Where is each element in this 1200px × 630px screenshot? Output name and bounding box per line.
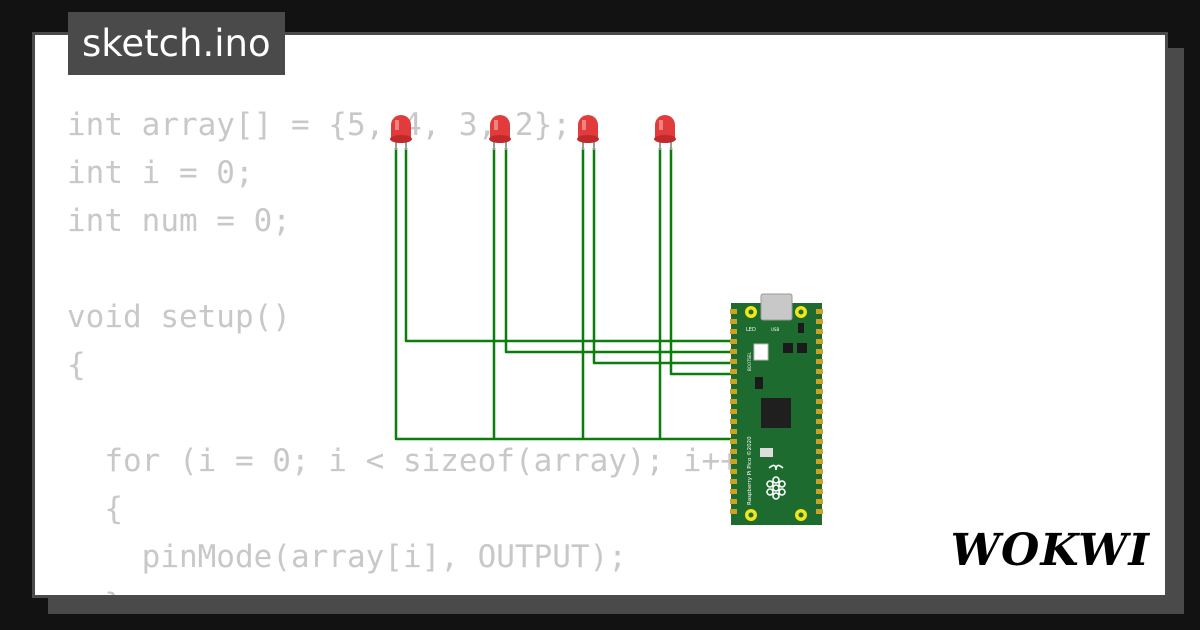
raspberry-logo-icon — [766, 464, 786, 500]
pin-header-right — [816, 309, 823, 514]
wire-led4-gpio[interactable] — [669, 148, 738, 376]
usb-label: USB — [771, 327, 779, 332]
led-label: LED — [746, 327, 756, 333]
wire-led3-gpio[interactable] — [592, 148, 738, 365]
wires — [394, 148, 738, 441]
bootsel-button[interactable] — [753, 343, 769, 361]
code-line: int i = 0; — [67, 155, 254, 191]
wokwi-logo[interactable]: WOKWI — [950, 525, 1150, 576]
mounting-holes — [745, 306, 807, 521]
led-4[interactable] — [654, 115, 676, 150]
wire-led1-gpio[interactable] — [404, 148, 738, 343]
wire-led2-gpio[interactable] — [504, 148, 738, 354]
code-line: void setup() — [67, 299, 291, 335]
code-line: { — [67, 347, 86, 383]
board-name: Raspberry Pi Pico ©2020 — [746, 436, 753, 505]
file-name-tab[interactable]: sketch.ino — [68, 12, 285, 75]
led-3[interactable] — [577, 115, 599, 150]
pin-header-left — [730, 309, 737, 514]
rp2040-chip — [761, 398, 791, 428]
code-line: pinMode(array[i], OUTPUT); — [67, 539, 627, 575]
code-line: } — [67, 587, 123, 595]
code-line: int array[] = {5, 4, 3, 2}; — [67, 107, 571, 143]
pico-board[interactable]: LED USB BOOTSEL Raspberry Pi Pico ©2020 — [730, 293, 823, 525]
led-2[interactable] — [489, 115, 511, 150]
usb-connector — [760, 293, 793, 321]
preview-card: int array[] = {5, 4, 3, 2}; int i = 0; i… — [32, 32, 1168, 598]
led-1[interactable] — [390, 115, 412, 150]
bootsel-label: BOOTSEL — [747, 352, 752, 371]
code-line: { — [67, 491, 123, 527]
code-line: int num = 0; — [67, 203, 291, 239]
wire-led1-gnd[interactable] — [394, 148, 738, 441]
